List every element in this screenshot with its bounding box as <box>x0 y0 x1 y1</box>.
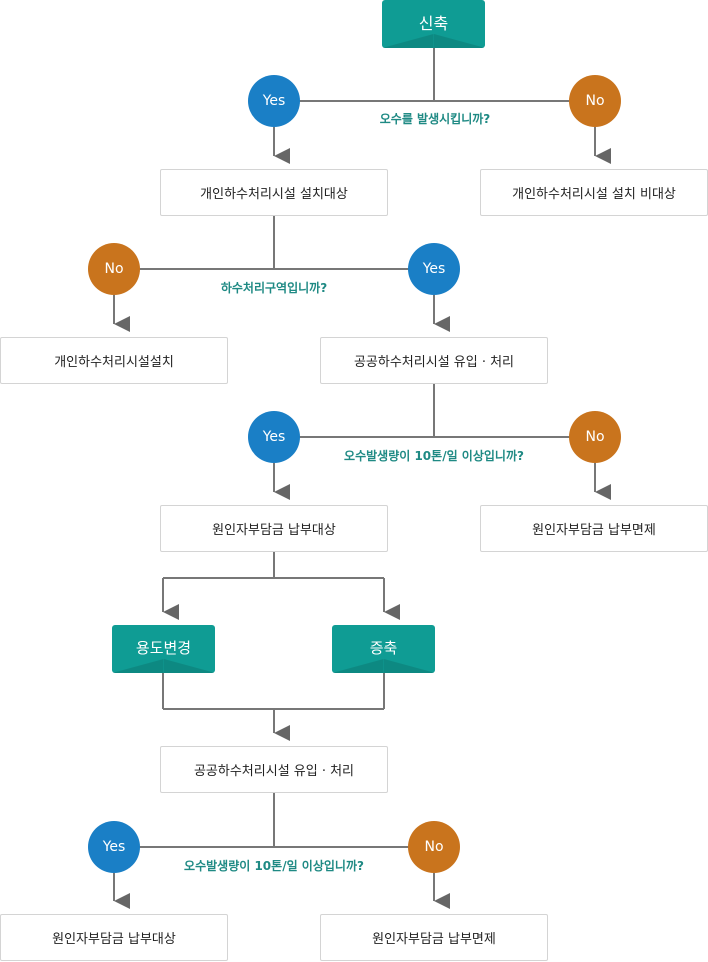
q4-yes-result: 원인자부담금 납부대상 <box>0 914 228 961</box>
q1-no-result: 개인하수처리시설 설치 비대상 <box>480 169 708 216</box>
q4-no-result: 원인자부담금 납부면제 <box>320 914 548 961</box>
q3-question: 오수발생량이 10톤/일 이상입니까? <box>344 449 524 463</box>
merge-result: 공공하수처리시설 유입 · 처리 <box>160 746 388 793</box>
q1-no-circle: No <box>569 75 621 127</box>
q4-question: 오수발생량이 10톤/일 이상입니까? <box>184 859 364 873</box>
q2-no-circle: No <box>88 243 140 295</box>
q4-no-circle: No <box>408 821 460 873</box>
branch-right-node: 증축 <box>332 625 435 673</box>
q1-yes-result: 개인하수처리시설 설치대상 <box>160 169 388 216</box>
start-node: 신축 <box>382 0 485 48</box>
branch-left-label: 용도변경 <box>135 638 192 657</box>
q2-yes-circle: Yes <box>408 243 460 295</box>
q3-no-circle: No <box>569 411 621 463</box>
q1-question: 오수를 발생시킵니까? <box>379 112 491 126</box>
q3-yes-result: 원인자부담금 납부대상 <box>160 505 388 552</box>
q2-question: 하수처리구역입니까? <box>220 281 328 295</box>
q3-yes-circle: Yes <box>248 411 300 463</box>
q3-no-result: 원인자부담금 납부면제 <box>480 505 708 552</box>
q4-yes-circle: Yes <box>88 821 140 873</box>
q1-yes-circle: Yes <box>248 75 300 127</box>
q2-no-result: 개인하수처리시설설치 <box>0 337 228 384</box>
branch-right-label: 증축 <box>369 638 398 657</box>
branch-left-node: 용도변경 <box>112 625 215 673</box>
start-label: 신축 <box>418 14 449 33</box>
q2-yes-result: 공공하수처리시설 유입 · 처리 <box>320 337 548 384</box>
